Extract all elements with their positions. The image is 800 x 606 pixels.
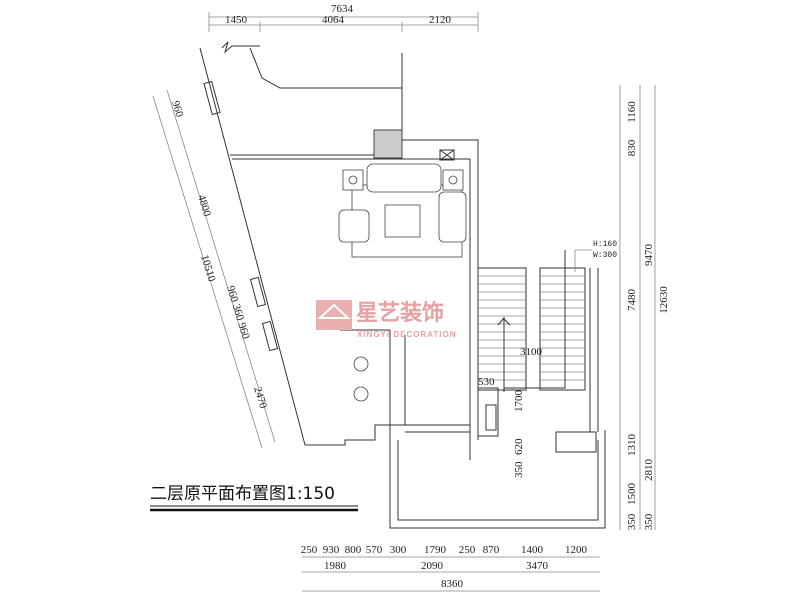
top-dimension-chain: 7634 1450 4064 2120 — [208, 3, 479, 32]
dim-bottom-sub: 2090 — [421, 560, 444, 572]
dim-left: 4800 — [195, 193, 213, 218]
dim-top-seg: 2120 — [429, 14, 452, 26]
dim-bottom-sub: 3470 — [526, 560, 549, 572]
landing-dim: 1700 — [513, 390, 525, 413]
stair-height: H:160 — [593, 240, 617, 249]
sofa-set — [338, 163, 467, 402]
stair-annotations: H:160 W:300 3100 530 1700 620 350 — [477, 240, 617, 478]
stair-length-dim: 3100 — [520, 346, 543, 358]
dim-top-seg: 1450 — [225, 14, 248, 26]
dim-left-total: 10510 — [198, 253, 218, 283]
dim-right: 9470 — [643, 244, 655, 267]
dim-right: 350 — [643, 513, 655, 530]
dim-bottom: 930 — [323, 544, 340, 556]
dim-bottom: 1400 — [521, 544, 544, 556]
dim-bottom: 1790 — [424, 544, 447, 556]
dim-bottom: 870 — [483, 544, 500, 556]
dim-right: 350 — [626, 513, 638, 530]
dim-bottom: 250 — [301, 544, 318, 556]
dim-left: 960 360 960 — [224, 284, 252, 341]
staircase — [477, 267, 586, 391]
gap-dim: 620 — [513, 438, 525, 455]
stair-flight-right — [539, 267, 586, 391]
column — [373, 129, 403, 159]
dim-bottom: 570 — [366, 544, 383, 556]
dim-bottom: 800 — [345, 544, 362, 556]
stair-flight-left — [477, 267, 527, 391]
dim-left: 2470 — [251, 385, 269, 410]
logo-text: 星艺装饰 — [356, 300, 444, 326]
dim-right: 1500 — [626, 483, 638, 506]
dim-bottom: 1200 — [565, 544, 588, 556]
walls — [199, 41, 606, 529]
dim-top-total: 7634 — [331, 3, 354, 15]
right-dimension-chains: 1160 830 7480 1310 1500 350 9470 2810 350 12630 — [619, 85, 670, 530]
dim-bottom: 250 — [459, 544, 476, 556]
dim-left: 960 — [169, 99, 185, 119]
dim-right: 7480 — [626, 289, 638, 312]
dim-top-seg: 4064 — [322, 14, 345, 26]
dim-right: 830 — [626, 139, 638, 156]
title-text: 二层原平面布置图1:150 — [150, 484, 335, 504]
dim-bottom-sub: 1980 — [324, 560, 347, 572]
dim-right: 1310 — [626, 434, 638, 457]
drawing-title: 二层原平面布置图1:150 — [150, 484, 358, 512]
left-dimension-chains: 960 4800 960 360 960 2470 10510 — [152, 89, 276, 449]
stair-width: W:300 — [593, 251, 617, 260]
dim-right: 2810 — [643, 459, 655, 482]
bottom-dimension-chains: 250 930 800 570 300 1790 250 870 1400 1200 1980 209… — [301, 544, 600, 592]
dim-bottom: 300 — [390, 544, 407, 556]
closet-width-dim: 530 — [478, 376, 495, 388]
dim-right-total: 12630 — [658, 286, 670, 314]
dim-right: 1160 — [626, 101, 638, 123]
offset-dim: 350 — [513, 461, 525, 478]
dim-bottom-total: 8360 — [441, 578, 464, 590]
logo-subtext: XINGYI DECORATION — [357, 330, 457, 339]
logo-watermark: 星艺装饰 XINGYI DECORATION — [316, 300, 457, 339]
